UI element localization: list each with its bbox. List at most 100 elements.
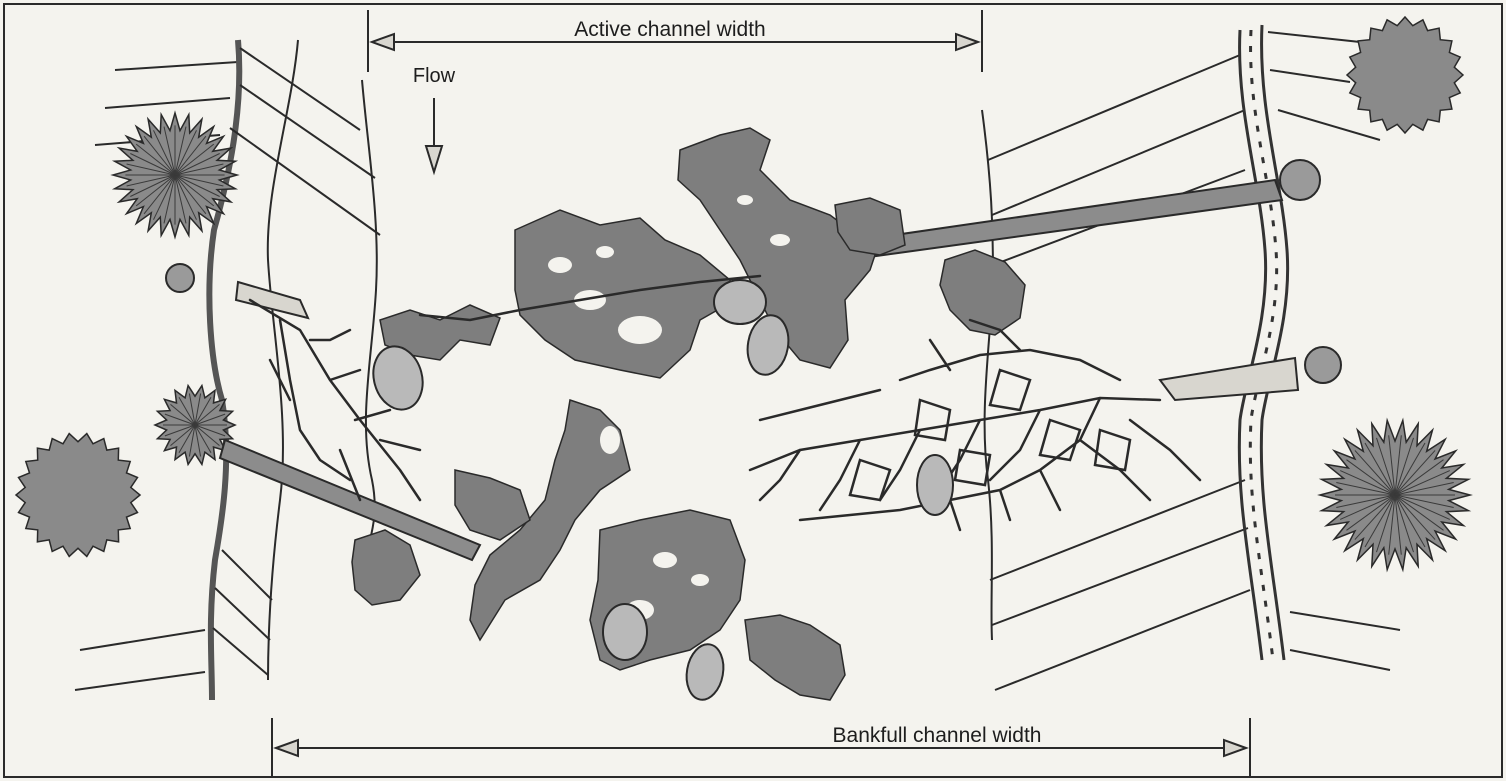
rootwad: [1304, 346, 1342, 384]
shrub-radial-line: [174, 174, 197, 220]
shrub-radial-line: [164, 424, 196, 437]
shrub-radial-line: [170, 424, 196, 446]
shrub-radial-line: [1376, 494, 1396, 553]
shrub-radial-line: [163, 174, 176, 224]
log-left-lower: [218, 438, 482, 562]
jam-upper-center: [514, 209, 736, 379]
log-left-upper: [234, 280, 310, 320]
shrub-radial-line: [194, 424, 226, 437]
shrub-radial-line: [1346, 494, 1396, 531]
shrub-radial-line: [143, 135, 176, 176]
shrub-radial-line: [194, 397, 212, 426]
shrub-radial-line: [135, 143, 176, 176]
dimension-arrow: [273, 738, 299, 758]
shrub-radial-line: [174, 174, 215, 207]
boulder: [602, 603, 648, 661]
shrub-radial-line: [135, 174, 176, 207]
left-bank-stream: [206, 39, 243, 701]
dimension-arrow: [1223, 738, 1249, 758]
logs: [218, 178, 1300, 562]
shrub-radial-line: [130, 153, 176, 176]
flow-arrow-icon: [424, 98, 444, 176]
right-bank-stream-outer: [1237, 29, 1268, 661]
left-bankfull-edge: [266, 39, 299, 681]
left-active-edge: [361, 79, 378, 561]
shrub-radial-line: [174, 174, 187, 224]
shrub-radial-line: [1388, 494, 1396, 555]
bankfull-width-dimension: [271, 718, 1251, 778]
shrub-radial-line: [1354, 494, 1396, 540]
shrub-radial-line: [1394, 494, 1451, 520]
boulder: [916, 454, 954, 516]
shrub-icon: [1345, 15, 1465, 135]
shrubs: [14, 15, 1473, 573]
bankfull-channel-width-label: Bankfull channel width: [833, 724, 1042, 747]
branch-debris: [248, 274, 1202, 532]
shrub-radial-line: [1394, 494, 1436, 540]
shrub-radial-line: [1339, 470, 1396, 496]
shrub-radial-line: [194, 424, 212, 453]
right-active-edge: [981, 109, 994, 641]
shrub-radial-line: [188, 393, 196, 426]
active-channel-width-label: Active channel width: [574, 18, 765, 41]
shrub-radial-line: [194, 413, 226, 426]
shrub-radial-line: [174, 174, 220, 197]
shrub-radial-line: [170, 404, 196, 426]
shrub-radial-line: [1336, 494, 1396, 508]
boulder: [746, 314, 790, 376]
shrub-radial-line: [1394, 494, 1444, 531]
boulders: [372, 279, 954, 701]
right-bank-stream-dashes: [1248, 29, 1279, 661]
shrub-radial-line: [1394, 494, 1454, 508]
dimension-arrow: [955, 32, 981, 52]
shrub-radial-line: [130, 174, 176, 197]
left-inner-hatching: [212, 47, 381, 676]
shrub-radial-line: [174, 174, 224, 187]
shrub-radial-line: [188, 424, 196, 457]
log-right-lower: [1158, 356, 1300, 402]
shrub-radial-line: [153, 130, 176, 176]
jam-lower-right: [744, 614, 846, 701]
shrub-radial-line: [1394, 494, 1414, 553]
log-jams: [351, 127, 1026, 701]
active-width-dimension: [367, 10, 983, 72]
boulder: [372, 345, 424, 411]
shrub-icon: [14, 432, 142, 558]
right-outer-hatching: [1267, 31, 1401, 671]
shrub-radial-line: [126, 163, 176, 176]
figure-frame: [3, 3, 1503, 778]
shrub-radial-line: [1339, 494, 1396, 520]
boulder: [713, 279, 767, 325]
shrub-radial-line: [178, 424, 196, 453]
boulder: [685, 643, 725, 701]
shrub-radial-line: [1394, 494, 1402, 555]
flow-label: Flow: [413, 65, 456, 87]
jam-gaps: [548, 195, 790, 620]
jam-lower-center: [469, 399, 631, 642]
shrub-radial-line: [1346, 459, 1396, 496]
right-inner-hatching: [987, 54, 1251, 691]
shrub-radial-line: [163, 126, 176, 176]
shrub-radial-line: [1394, 494, 1426, 548]
jam-right-of-channel: [939, 249, 1026, 336]
shrub-radial-line: [178, 397, 196, 426]
log-upper-right: [858, 178, 1284, 260]
shrub-radial-line: [174, 153, 220, 176]
shrub-radial-line: [1394, 470, 1451, 496]
shrub-radial-line: [174, 143, 215, 176]
shrub-radial-line: [1394, 482, 1454, 496]
shrub-radial-line: [1336, 482, 1396, 496]
shrub-radial-line: [1394, 450, 1436, 496]
shrub-radial-line: [1388, 435, 1396, 496]
right-bank: [981, 24, 1401, 691]
dimension-arrow: [369, 32, 395, 52]
shrub-radial-line: [126, 174, 176, 187]
shrub-radial-line: [153, 174, 176, 220]
shrub-radial-line: [194, 404, 220, 426]
jam-left-bank-small: [351, 529, 421, 606]
shrub-radial-line: [174, 126, 187, 176]
shrub-radial-line: [1364, 494, 1396, 548]
shrub-radial-line: [1354, 450, 1396, 496]
